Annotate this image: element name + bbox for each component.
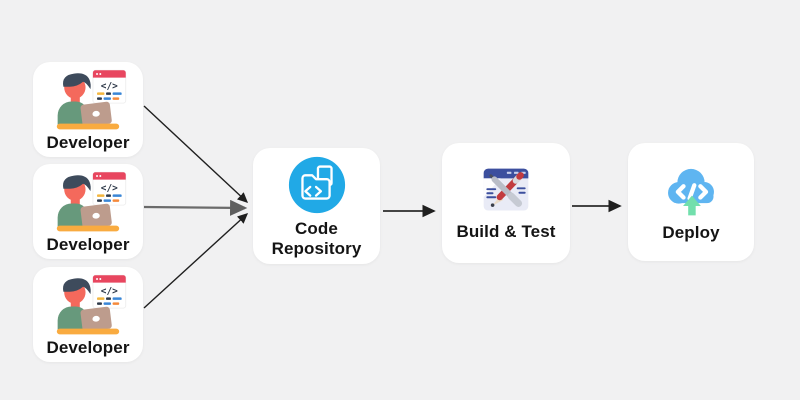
node-label-developer-2: Developer bbox=[46, 234, 130, 254]
build-tools-window-icon bbox=[479, 165, 533, 215]
developer-illustration-icon: </> bbox=[44, 169, 132, 233]
node-label-deploy: Deploy bbox=[662, 222, 720, 242]
node-code-repository: Code Repository bbox=[253, 148, 380, 264]
node-developer-1: </> Developer bbox=[33, 62, 143, 157]
svg-text:</>: </> bbox=[101, 81, 118, 92]
node-developer-3: </> Developer bbox=[33, 267, 143, 362]
code-repository-folder-icon bbox=[286, 154, 348, 216]
svg-text:</>: </> bbox=[101, 286, 118, 297]
developer-illustration-icon: </> bbox=[44, 272, 132, 336]
node-label-build-test: Build & Test bbox=[456, 221, 556, 241]
developer-illustration-icon: </> bbox=[44, 67, 132, 131]
node-label-code-repository: Code Repository bbox=[271, 219, 362, 258]
node-build-test: Build & Test bbox=[442, 143, 570, 263]
node-deploy: Deploy bbox=[628, 143, 754, 261]
edge-developer1-to-repo bbox=[143, 105, 249, 203]
node-developer-2: </> Developer bbox=[33, 164, 143, 259]
node-label-developer-1: Developer bbox=[46, 132, 130, 152]
node-label-developer-3: Developer bbox=[46, 337, 130, 357]
edge-developer3-to-repo bbox=[143, 213, 249, 309]
edge-developer2-to-repo bbox=[143, 199, 248, 216]
deploy-cloud-upload-icon bbox=[661, 162, 721, 218]
svg-text:</>: </> bbox=[101, 183, 118, 194]
